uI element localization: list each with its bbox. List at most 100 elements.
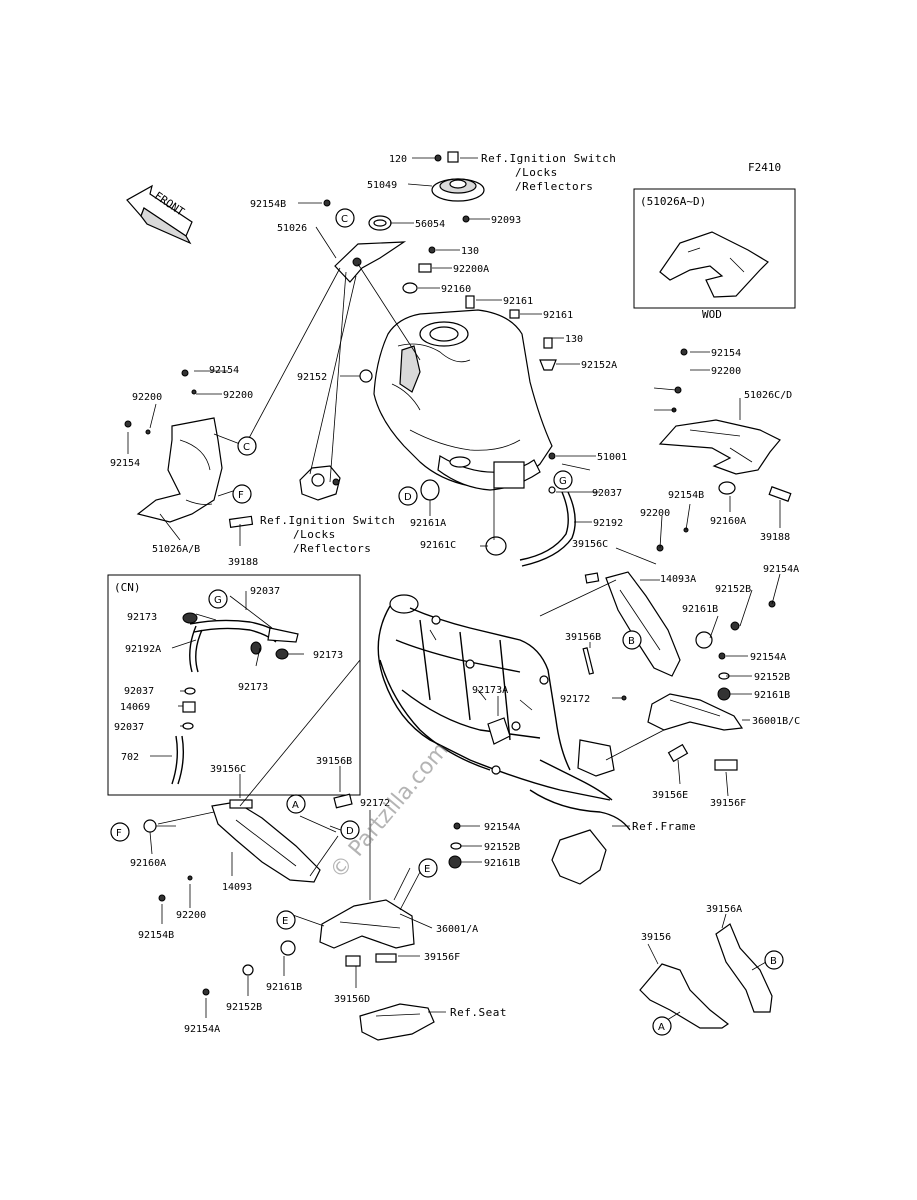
part-label: 36001/A: [436, 924, 478, 935]
callout-g-tank: G: [553, 470, 573, 490]
part-label: 39188: [228, 557, 258, 568]
ref-ignition-top-3: /Reflectors: [515, 180, 593, 193]
side-cover-right: [658, 348, 792, 502]
part-label: 92154: [110, 458, 140, 469]
svg-text:D: D: [346, 826, 354, 837]
part-label: 92200: [640, 508, 670, 519]
part-label: 120: [389, 154, 407, 165]
wod-box-label: (51026A~D): [640, 195, 706, 208]
part-label: 92200: [711, 366, 741, 377]
part-label: 92154A: [763, 564, 799, 575]
svg-text:D: D: [404, 492, 412, 503]
part-label: 92152: [297, 372, 327, 383]
part-label: 51049: [367, 180, 397, 191]
motorcycle-frame: [377, 594, 631, 885]
part-label: 92200A: [453, 264, 489, 275]
part-label: 92161: [503, 296, 533, 307]
callout-b-right: B: [622, 630, 642, 650]
part-label: 92200: [132, 392, 162, 403]
part-label: 39156: [641, 932, 671, 943]
part-label: 92152A: [581, 360, 617, 371]
wod-caption: WOD: [702, 308, 722, 321]
seat-bracket: [359, 1003, 435, 1041]
part-label: 702: [121, 752, 139, 763]
part-label: 92154A: [484, 822, 520, 833]
part-label: 51026: [277, 223, 307, 234]
svg-text:A: A: [292, 800, 299, 811]
part-label: 92172: [360, 798, 390, 809]
svg-text:F: F: [238, 490, 244, 501]
part-label: 92160: [441, 284, 471, 295]
wod-inset: (51026A~D) WOD: [633, 188, 796, 321]
svg-text:E: E: [424, 864, 430, 875]
part-label: 92173: [238, 682, 268, 693]
part-label: 92192A: [125, 644, 161, 655]
callout-g-cn: G: [208, 589, 228, 609]
part-label: 39188: [760, 532, 790, 543]
cn-box-label: (CN): [114, 581, 141, 594]
svg-text:G: G: [559, 476, 567, 487]
callout-f-lower: F: [110, 822, 130, 842]
part-label: 92161B: [682, 604, 718, 615]
part-label: 39156A: [706, 904, 742, 915]
leader-lines: [127, 157, 781, 1023]
callout-d-tank: D: [398, 486, 418, 506]
part-label: 92173: [313, 650, 343, 661]
part-label: 92154A: [184, 1024, 220, 1035]
part-label: 92037: [592, 488, 622, 499]
part-label: 92161B: [484, 858, 520, 869]
fuel-tank: [373, 309, 556, 491]
cn-inset: (CN): [107, 574, 361, 796]
svg-text:C: C: [341, 214, 348, 225]
part-label: 92154B: [250, 199, 286, 210]
part-label: 39156C: [572, 539, 608, 550]
bracket-36001bc: [647, 527, 776, 771]
ref-ignition-mid-3: /Reflectors: [293, 542, 371, 555]
ref-ignition-mid-2: /Locks: [293, 528, 336, 541]
part-label: 92161B: [754, 690, 790, 701]
part-label: 92037: [114, 722, 144, 733]
bracket-36001a: [202, 822, 462, 996]
part-label: 92154B: [138, 930, 174, 941]
part-label: 39156B: [565, 632, 601, 643]
part-label: 39156B: [316, 756, 352, 767]
part-label: 92192: [593, 518, 623, 529]
svg-text:G: G: [214, 595, 222, 606]
svg-text:B: B: [628, 636, 635, 647]
part-label: 92200: [223, 390, 253, 401]
part-label: 14093A: [660, 574, 696, 585]
part-label: 92154: [711, 348, 741, 359]
part-label: 14093: [222, 882, 252, 893]
callout-e-right: E: [418, 858, 438, 878]
ref-ignition-mid-1: Ref.Ignition Switch: [260, 514, 395, 527]
part-label: 92152B: [484, 842, 520, 853]
part-label: 39156C: [210, 764, 246, 775]
callout-markers: C C F D G G B A D F E E A B: [110, 208, 784, 1036]
part-label: 51001: [597, 452, 627, 463]
part-label: 92037: [250, 586, 280, 597]
top-hardware: [323, 199, 557, 383]
part-label: 36001B/C: [752, 716, 800, 727]
ignition-switch: [299, 465, 341, 501]
svg-text:B: B: [770, 956, 777, 967]
part-label: 92160A: [710, 516, 746, 527]
part-label: 39156F: [424, 952, 460, 963]
part-label: 39156F: [710, 798, 746, 809]
callout-e-left: E: [276, 910, 296, 930]
svg-text:E: E: [282, 916, 288, 927]
cover-14093a: [582, 571, 681, 701]
part-label: 92160A: [130, 858, 166, 869]
part-label: 92154A: [750, 652, 786, 663]
part-label: 92161: [543, 310, 573, 321]
svg-text:A: A: [658, 1022, 665, 1033]
part-label: 92172: [560, 694, 590, 705]
reference-notes: Ref.Ignition Switch /Locks /Reflectors R…: [260, 152, 696, 1019]
part-label: 92037: [124, 686, 154, 697]
side-cover-left: [124, 369, 254, 529]
part-label: 51026A/B: [152, 544, 200, 555]
part-label: 39156D: [334, 994, 370, 1005]
part-label: 56054: [415, 219, 445, 230]
part-label: 92093: [491, 215, 521, 226]
part-label: 130: [461, 246, 479, 257]
cover-14093: [143, 793, 353, 902]
